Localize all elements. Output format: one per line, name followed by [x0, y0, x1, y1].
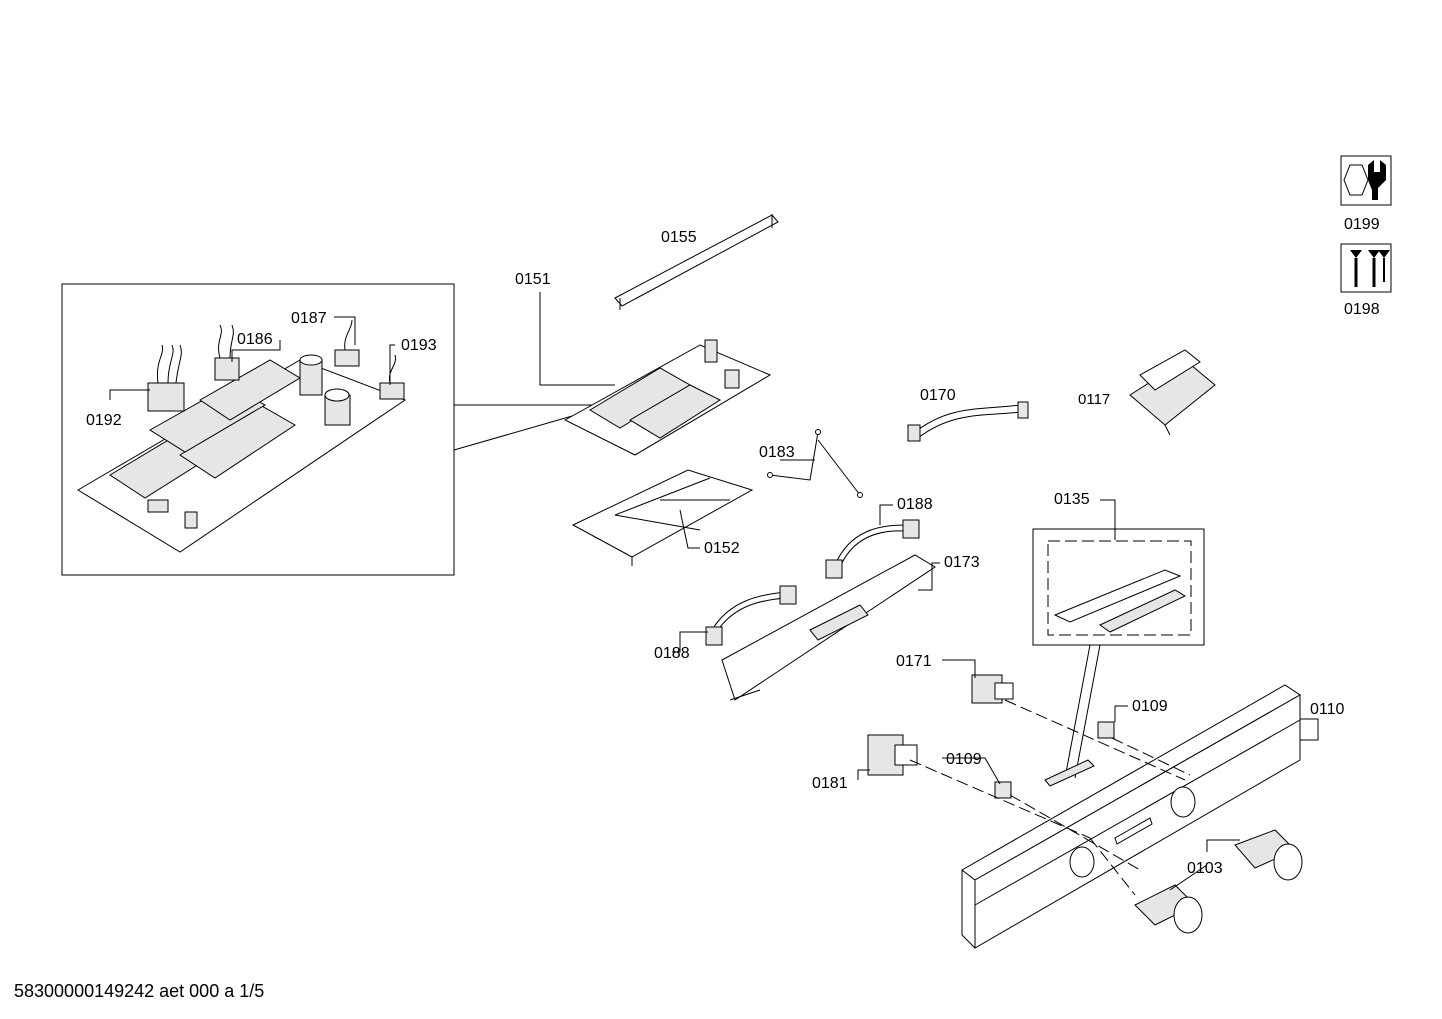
screws-icon [1340, 243, 1392, 293]
heat-sink-0117 [1129, 349, 1216, 436]
label-0109-left: 0109 [946, 751, 982, 768]
label-0188-lower: 0188 [654, 645, 690, 662]
label-0117: 0117 [1078, 391, 1110, 408]
label-0171: 0171 [896, 653, 932, 670]
control-board-0151 [563, 339, 772, 456]
switch-module-0171 [971, 674, 1014, 704]
label-0155: 0155 [661, 229, 697, 246]
label-0110: 0110 [1310, 701, 1345, 718]
frame-0152 [571, 469, 754, 566]
label-0151: 0151 [515, 271, 551, 288]
connector-0186-enlarged [214, 324, 240, 381]
button-inset-0135 [1032, 528, 1205, 779]
label-0152: 0152 [704, 540, 740, 557]
label-0199: 0199 [1344, 216, 1380, 233]
rail-0155 [614, 214, 779, 310]
label-0173: 0173 [944, 554, 980, 571]
clip-0109-left [994, 781, 1012, 799]
label-0188-upper: 0188 [897, 496, 933, 513]
actuator-bar [1044, 759, 1095, 787]
label-0181: 0181 [812, 775, 848, 792]
document-code: 58300000149242 aet 000 a 1/5 [14, 981, 265, 1001]
label-0186: 0186 [237, 331, 273, 348]
connector-0193-enlarged [379, 354, 405, 400]
tool-icon [1340, 155, 1392, 206]
knob-0103-lower [1134, 884, 1203, 934]
control-board-enlarged [77, 354, 407, 553]
part-labels: 0155 0151 0187 0186 0193 0192 0170 0117 … [86, 229, 1345, 877]
label-0193: 0193 [401, 337, 437, 354]
connector-0192-enlarged [147, 344, 185, 412]
knob-0103-upper [1234, 829, 1303, 881]
connector-cable-0188-lower [705, 585, 797, 646]
connector-cable-0188-upper [825, 519, 920, 579]
label-0135: 0135 [1054, 491, 1090, 508]
fascia-panel-0110 [961, 684, 1301, 949]
connector-0187-enlarged [334, 319, 360, 367]
wire-harness-0170 [907, 401, 1029, 442]
label-0109-right: 0109 [1132, 698, 1168, 715]
label-0170: 0170 [920, 387, 956, 404]
label-0192: 0192 [86, 412, 122, 429]
clip-0109-right [1097, 721, 1115, 739]
switch-module-0181 [867, 734, 918, 776]
label-0103: 0103 [1187, 860, 1223, 877]
label-0198: 0198 [1344, 301, 1380, 318]
display-board-0173 [721, 554, 936, 701]
sensor-wire-0183 [767, 429, 863, 498]
leader-lines [109, 292, 1319, 891]
assembly-lines [909, 699, 1191, 896]
label-0187: 0187 [291, 310, 327, 327]
label-0183: 0183 [759, 444, 795, 461]
